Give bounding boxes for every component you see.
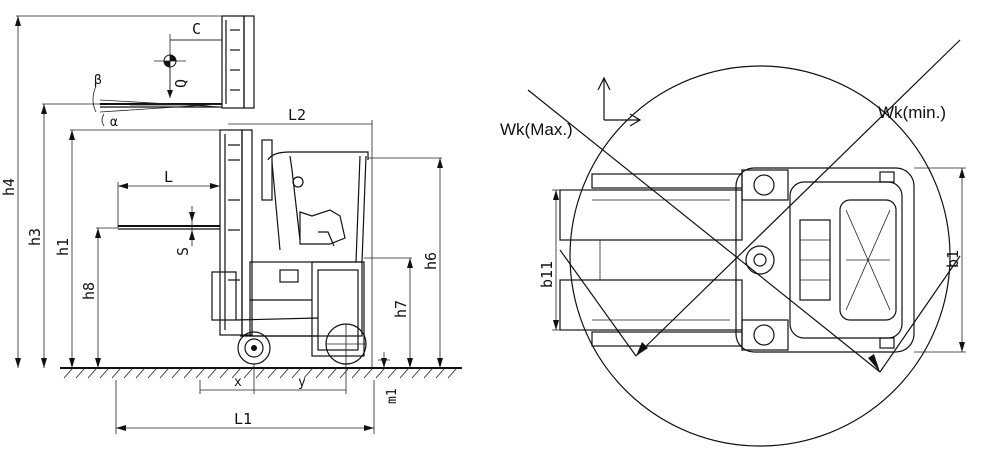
truck-body [235,261,365,357]
front-wheel [237,331,271,365]
label-x: x [234,375,242,390]
label-h4: h4 [0,178,18,196]
label-L: L [164,168,173,186]
label-h8: h8 [80,282,98,300]
rear-wheel [325,323,367,365]
label-S: S [174,247,192,256]
label-h1: h1 [54,238,72,256]
top-view: Wk(Max.) Wk(min.) b11 b1 [500,39,966,447]
side-view: h4 h3 h1 h8 h6 h7 m1 S L L2 L1 C Q x y β… [0,15,462,434]
top-forks [559,173,743,347]
dimension-arrows [15,16,443,431]
label-y: y [298,375,306,390]
dimension-lines [16,15,442,434]
label-h7: h7 [392,300,410,318]
label-m1: m1 [385,388,400,404]
direction-arrow-icon [597,76,642,127]
wk-lines [527,39,961,373]
label-beta: β [94,73,102,88]
label-h3: h3 [26,228,44,246]
label-h6: h6 [422,252,440,270]
label-wk-min: Wk(min.) [878,103,946,122]
turning-circle [569,65,951,447]
width-dimensions [552,167,966,353]
label-C: C [192,20,201,38]
label-L2: L2 [288,106,306,124]
label-L1: L1 [234,410,252,428]
mast [211,129,253,336]
raised-carriage [99,15,255,113]
label-alpha: α [110,115,118,130]
label-wk-max: Wk(Max.) [500,120,573,139]
forks [118,225,220,230]
wk-arrows [636,342,880,372]
width-arrows [553,168,965,352]
overhead-guard [261,139,369,263]
label-b11: b11 [538,261,556,288]
label-Q: Q [172,79,190,88]
ground-line [60,367,462,379]
top-truck-body [735,167,915,353]
label-b1: b1 [944,250,962,268]
